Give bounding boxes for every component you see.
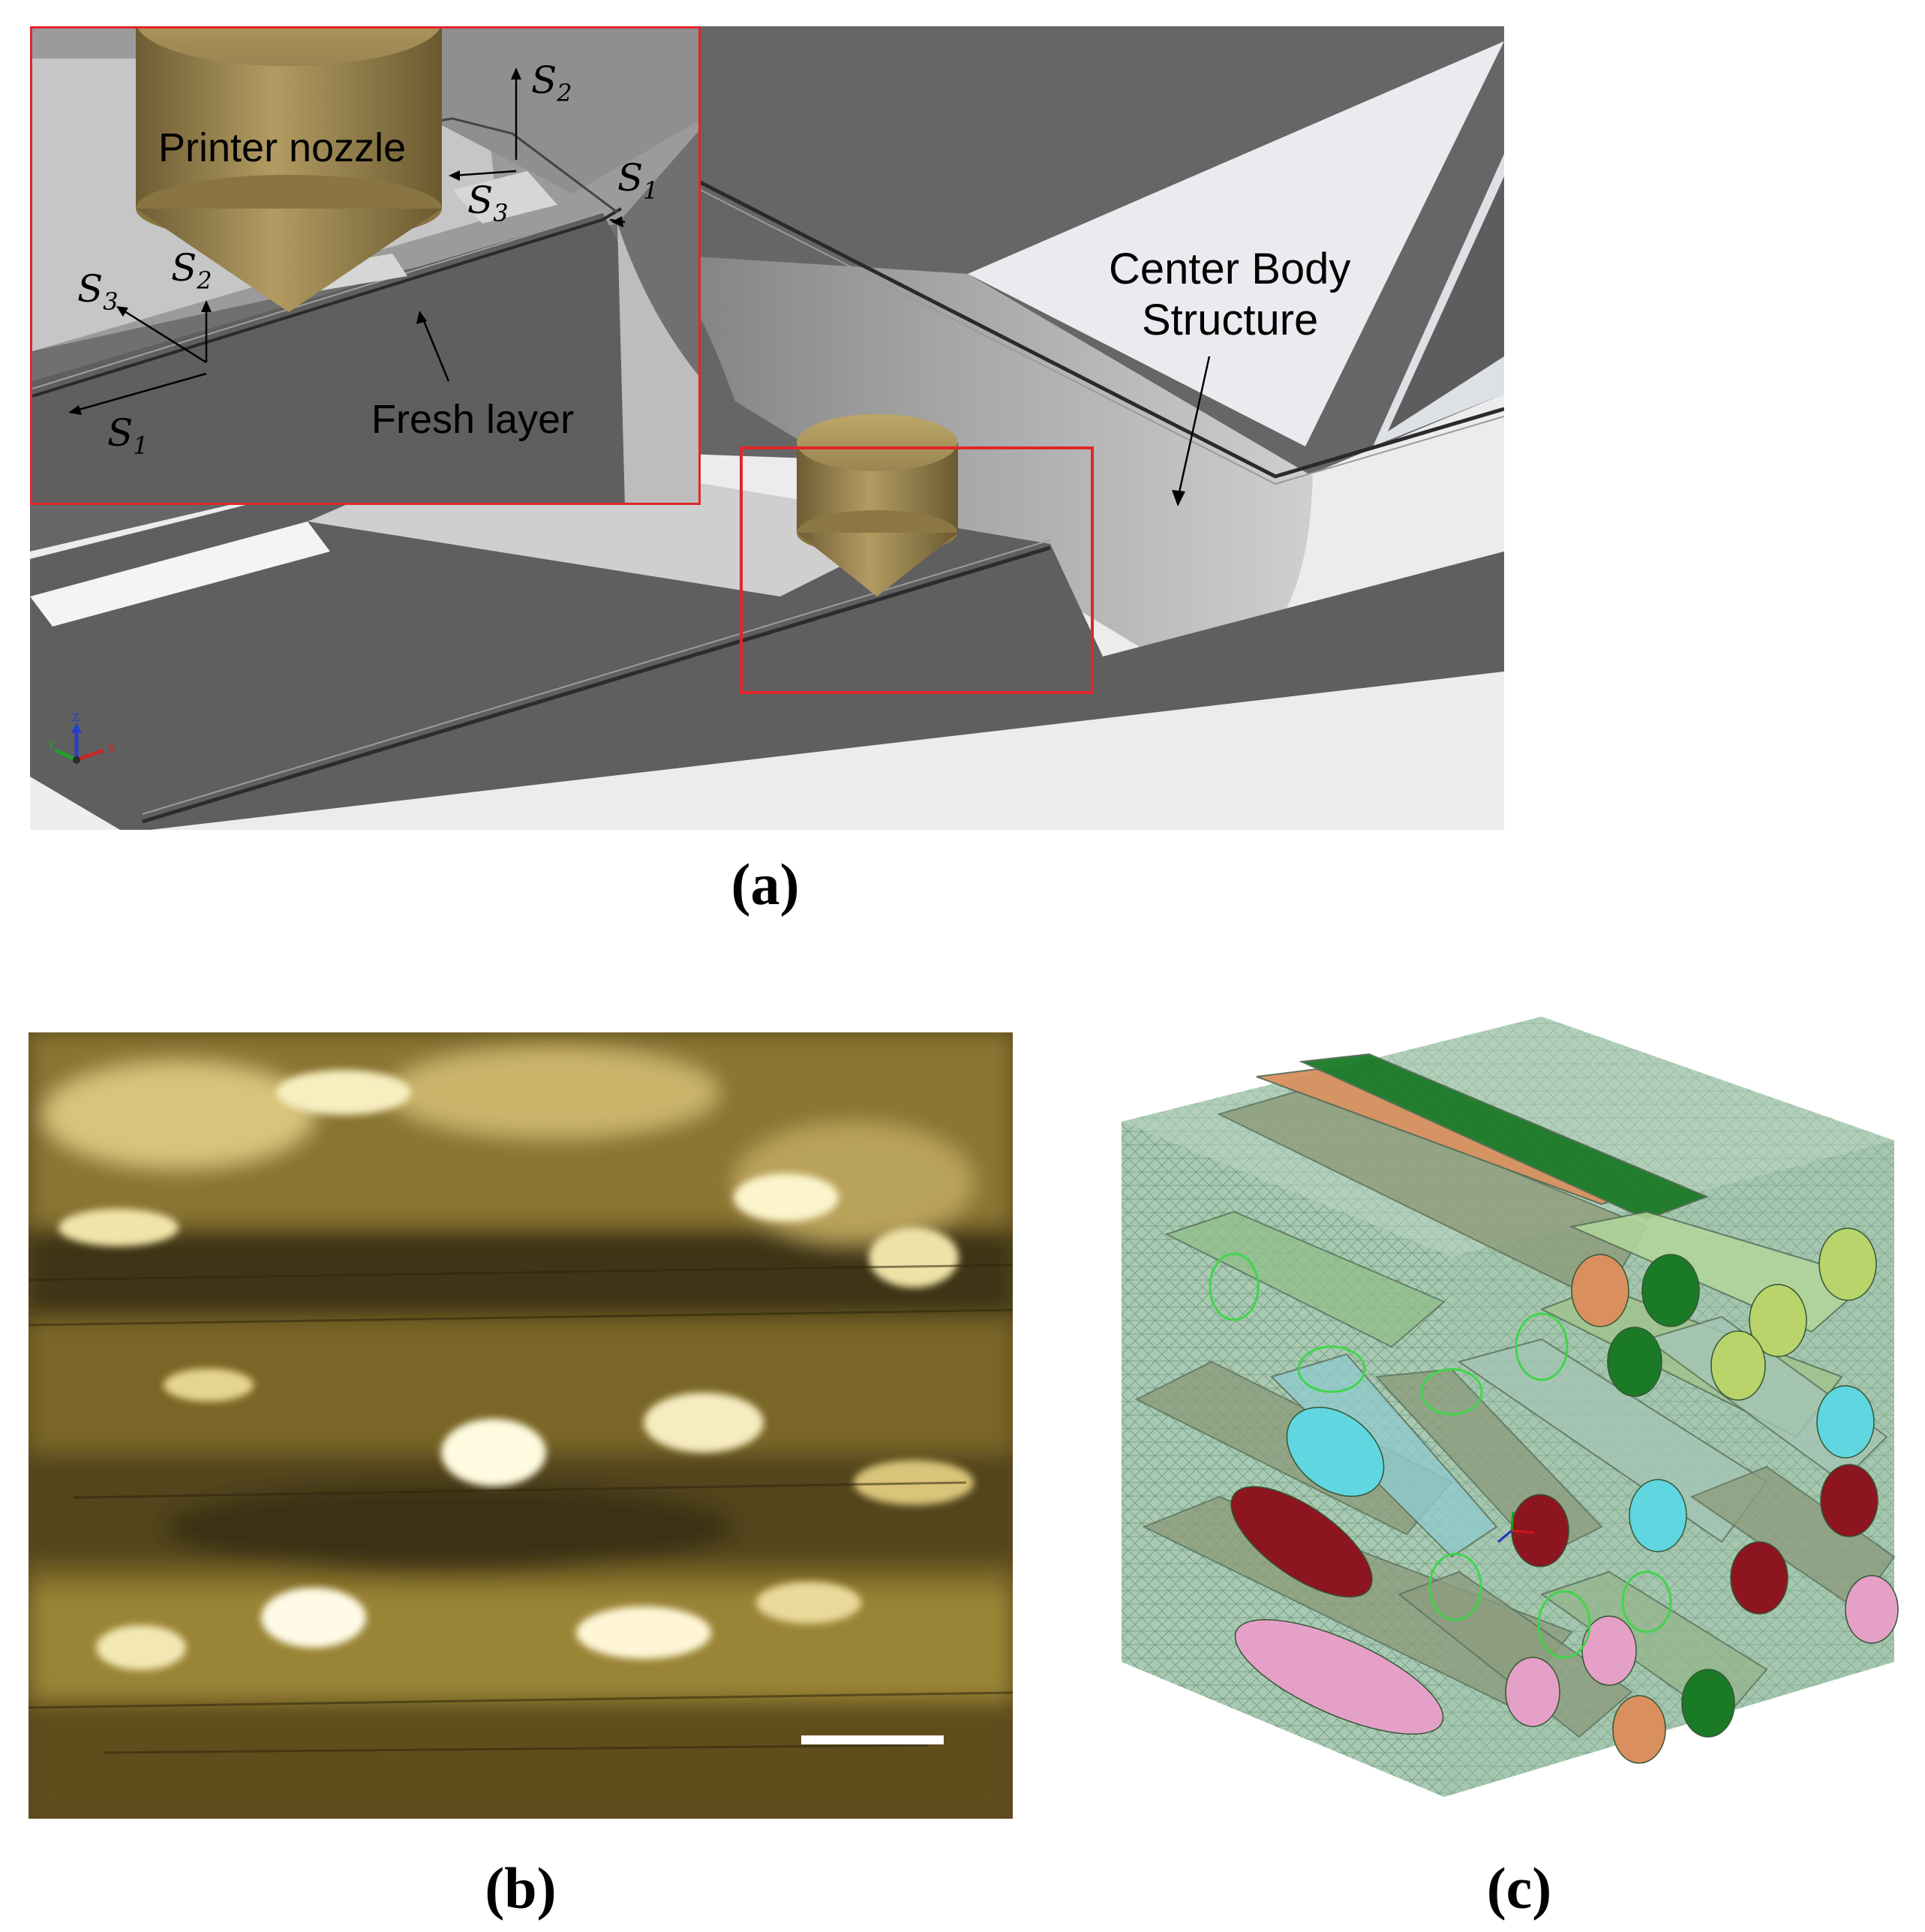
caption-b: (b): [485, 1855, 557, 1921]
fresh-layer-label: Fresh layer: [371, 397, 575, 442]
svg-text:Y: Y: [47, 741, 56, 753]
printer-nozzle-label: Printer nozzle: [158, 125, 407, 170]
s1-axis-label-top: S1: [617, 156, 659, 205]
panel-c-mesh: [1122, 1017, 1902, 1797]
s2-axis-label-left: S2: [171, 246, 212, 295]
s3-axis-label-left: S3: [77, 267, 119, 316]
s3-axis-label-top: S3: [467, 179, 509, 227]
scale-bar: [801, 1735, 944, 1744]
fiber-mesh-cube: [1122, 1017, 1899, 1797]
svg-text:Z: Z: [72, 712, 80, 724]
center-body-label-line1: Center Body: [1109, 245, 1351, 293]
center-body-label-line2: Structure: [1142, 296, 1319, 344]
caption-c: (c): [1486, 1855, 1552, 1921]
printer-nozzle: [136, 29, 442, 312]
axis-triad-icon: Z Y X: [47, 712, 116, 764]
panel-a-render: Z Y X Center Body Structure: [30, 26, 1504, 830]
panel-b-micrograph: [29, 1032, 1013, 1819]
s2-axis-label-top: S2: [531, 59, 572, 107]
s1-axis-label-left: S1: [107, 411, 149, 460]
micrograph-image: [29, 1032, 1013, 1819]
caption-a: (a): [731, 852, 800, 917]
small-nozzle: [797, 414, 958, 596]
origin-triad-icon: [1497, 1511, 1535, 1543]
highlight-box: [740, 446, 1094, 694]
svg-text:X: X: [108, 744, 116, 756]
inset-scene: [32, 29, 698, 503]
zoom-inset: Printer nozzle Fresh layer S2 S1 S3 S2 S…: [30, 26, 701, 505]
